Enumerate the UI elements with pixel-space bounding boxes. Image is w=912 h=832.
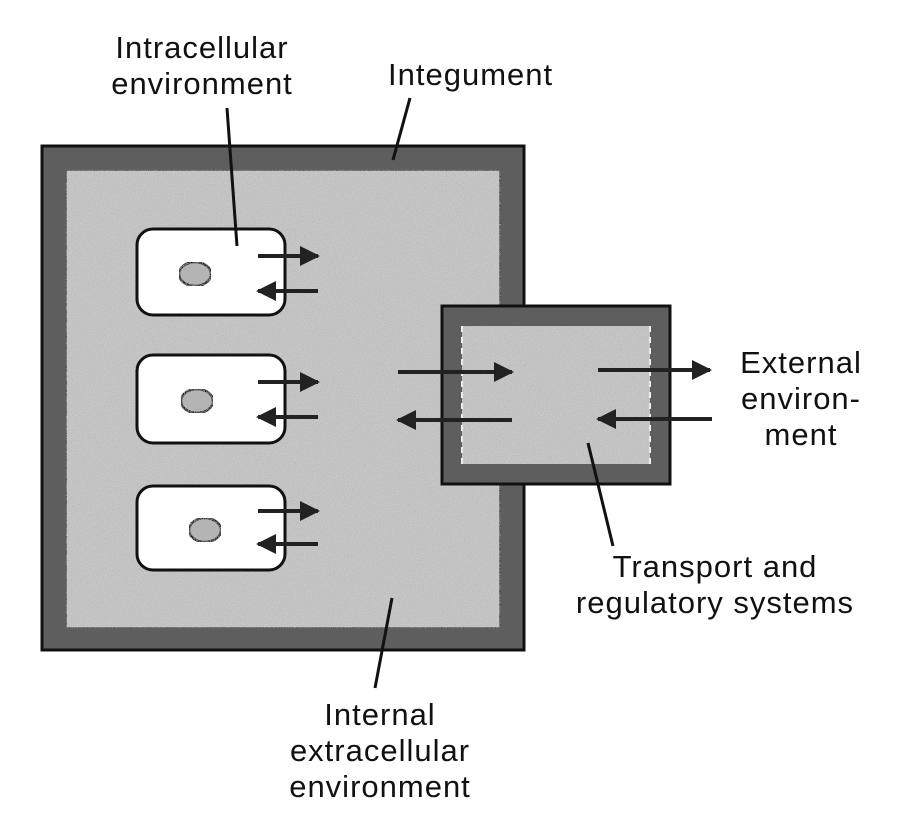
label-integument: Integument [388,57,578,93]
label-internal-line3: environment [289,769,471,804]
external-exchange-arrows [596,360,712,429]
cell-middle [135,353,287,445]
label-external-line2: environ- [741,381,861,416]
label-transport-line1: Transport and [612,549,818,584]
label-internal-extracellular-environment: Internal extracellular environment [260,697,500,805]
label-external-line3: ment [764,417,838,452]
leader-intracellular [225,107,239,247]
label-external-environment: External environ- ment [726,345,876,453]
label-transport-regulatory-systems: Transport and regulatory systems [560,549,870,621]
nucleus-middle [179,387,215,415]
label-internal-line2: extracellular [289,733,471,768]
nucleus-top [177,260,213,288]
label-integument-text: Integument [388,57,554,92]
label-internal-line1: Internal [324,697,436,732]
cell-bottom [135,484,287,572]
cell-top [135,227,287,317]
cell-exchange-arrows [256,246,320,554]
leader-integument [391,97,412,161]
leader-transport [586,442,615,547]
nucleus-bottom [187,516,223,544]
label-intracellular-environment: Intracellular environment [92,30,312,102]
label-transport-line2: regulatory systems [575,585,855,620]
transport-regulatory-chamber [440,304,672,486]
label-intracellular-line2: environment [111,66,293,101]
label-external-line1: External [740,345,862,380]
transport-exchange-arrows [396,362,514,430]
leader-lines [225,97,615,689]
label-intracellular-line1: Intracellular [115,30,289,65]
leader-internal [373,597,394,689]
